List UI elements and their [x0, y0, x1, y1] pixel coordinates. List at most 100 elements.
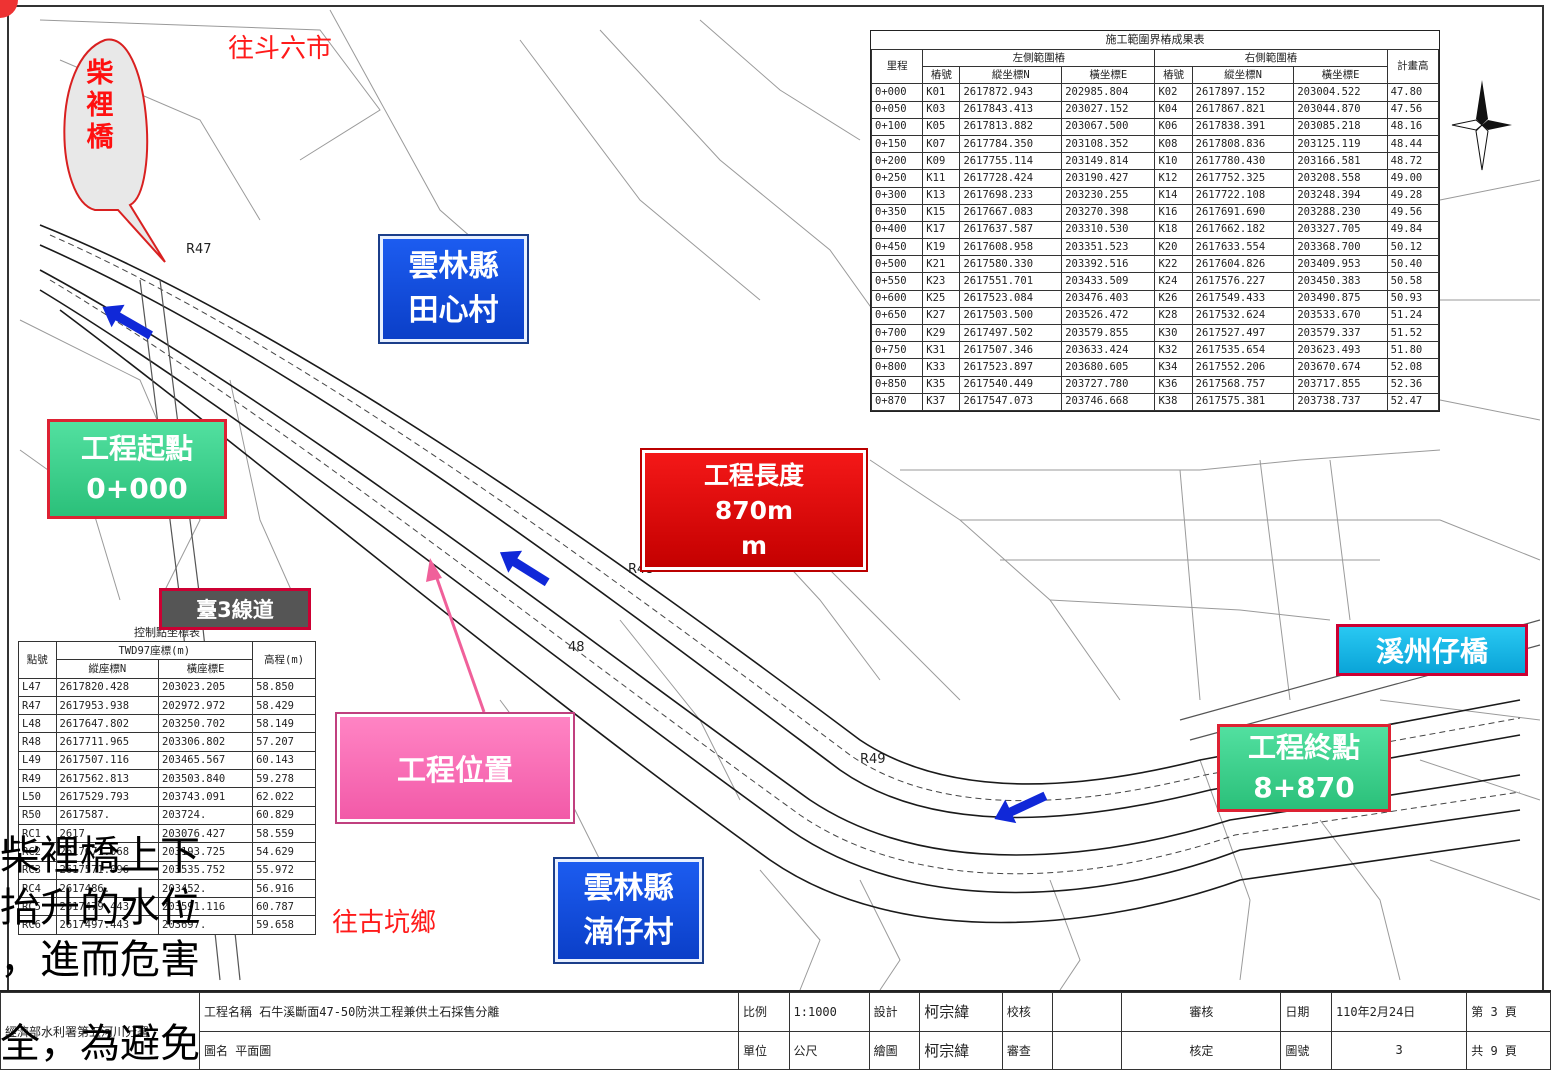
highway-label: 臺3線道 [159, 588, 311, 630]
table-cell: 0+250 [870, 169, 924, 188]
table-cell: 203591.116 [158, 897, 254, 917]
table-cell: 49.28 [1386, 186, 1440, 205]
table-cell: 203125.119 [1293, 134, 1388, 154]
table-cell: R47 [18, 695, 57, 716]
review-label: 審查 [1001, 1030, 1054, 1070]
table-cell: K37 [922, 392, 961, 411]
project-length-title: 工程長度 [703, 460, 804, 490]
table-cell: L50 [18, 787, 57, 807]
project-length-label: 工程長度 870m m [642, 450, 866, 570]
table-cell: K22 [1154, 255, 1193, 274]
table-cell: 202972.972 [158, 695, 254, 716]
table-cell: L47 [18, 677, 57, 697]
table-cell: 0+600 [870, 289, 924, 308]
table-cell: 57.207 [252, 732, 316, 752]
table-cell: 2617784.350 [959, 134, 1063, 154]
table-cell: 2617633.554 [1191, 238, 1295, 257]
table-cell: 2617568.757 [1191, 375, 1295, 394]
table-cell: 202985.804 [1061, 83, 1156, 102]
table-cell: 0+200 [870, 152, 924, 171]
table-cell: 2617867.821 [1191, 100, 1295, 119]
table-cell: 203044.870 [1293, 100, 1388, 119]
tianxin-village-label: 雲林縣 田心村 [380, 236, 527, 342]
table-cell: 203717.855 [1293, 375, 1388, 394]
designer-name: 柯宗緯 [919, 992, 1003, 1032]
check-signature [1052, 992, 1123, 1032]
table-cell: K36 [1154, 375, 1193, 394]
overlay-text-line-4: 全，為避免 [0, 1021, 200, 1067]
table-cell: 0+150 [870, 134, 924, 154]
unit-value: 公尺 [788, 1030, 870, 1070]
flow-arrow-icon [994, 791, 1048, 824]
col-right-group: 右側範圍樁 [1154, 48, 1388, 68]
table-cell: K24 [1154, 272, 1193, 291]
table-cell: K13 [922, 186, 961, 205]
scale-value: 1:1000 [788, 992, 870, 1032]
table-cell: 203490.875 [1293, 289, 1388, 308]
table-cell: RC5 [18, 897, 57, 917]
table-cell: 203067.500 [1061, 117, 1156, 136]
table-cell: 2617552.206 [1191, 358, 1295, 377]
table-cell: K32 [1154, 341, 1193, 360]
total-pages: 共 9 頁 [1466, 1030, 1551, 1070]
table-cell: 50.58 [1386, 272, 1440, 291]
project-location-text: 工程位置 [396, 753, 513, 787]
table-cell: 2617575.381 [1191, 392, 1295, 411]
table-cell: 2617780.430 [1191, 152, 1295, 171]
table-cell: 2617604.826 [1191, 255, 1295, 274]
table-cell: 60.829 [252, 805, 316, 825]
check-label: 校核 [1001, 992, 1054, 1032]
table-cell: K29 [922, 323, 961, 343]
nanzai-county-text: 雲林縣 [583, 870, 674, 906]
table-cell: 55.972 [252, 860, 316, 880]
table-cell: 47.56 [1386, 100, 1440, 119]
table-cell: K28 [1154, 306, 1193, 326]
location-pointer-arrow [426, 558, 486, 713]
table-cell: 2617813.882 [959, 117, 1063, 136]
table-cell: 203166.581 [1293, 152, 1388, 171]
table-cell: 0+100 [870, 117, 924, 136]
table-cell: R50 [18, 805, 57, 825]
table-cell: K04 [1154, 100, 1193, 119]
table-cell: 2617497.443 [55, 915, 160, 935]
table-cell: K12 [1154, 169, 1193, 188]
table-cell: 0+350 [870, 203, 924, 222]
table-cell: 52.47 [1386, 392, 1440, 411]
table-cell: K15 [922, 203, 961, 222]
project-end-station: 8+870 [1253, 771, 1355, 804]
col-ctrl-north: 縱座標N [55, 659, 160, 679]
table-cell: 2617820.428 [55, 677, 160, 697]
table-cell: 203085.218 [1293, 117, 1388, 136]
table-cell: 2617667.083 [959, 203, 1063, 222]
project-name-cell: 工程名稱 石牛溪斷面47-50防洪工程兼供土石採售分離 [199, 992, 739, 1032]
col-ctrl-elevation: 高程(m) [252, 641, 316, 679]
table-cell: 2617523.897 [959, 358, 1063, 377]
table-cell: 58.429 [252, 695, 316, 716]
table-cell: 0+000 [870, 83, 924, 102]
boundary-dashed [49, 234, 1521, 875]
table-cell: 203724. [158, 805, 254, 825]
col-station: 里程 [870, 48, 924, 85]
table-cell: 203023.205 [158, 677, 254, 697]
table-cell: 0+700 [870, 323, 924, 343]
table-cell: 203526.472 [1061, 306, 1156, 326]
river-channel [39, 224, 1521, 924]
project-location-label: 工程位置 [337, 714, 573, 822]
table-cell: 48.16 [1386, 117, 1440, 136]
draw-label: 繪圖 [868, 1030, 921, 1070]
table-cell: K01 [922, 83, 961, 102]
table-cell: 203270.398 [1061, 203, 1156, 222]
table-cell: 58.559 [252, 823, 316, 844]
